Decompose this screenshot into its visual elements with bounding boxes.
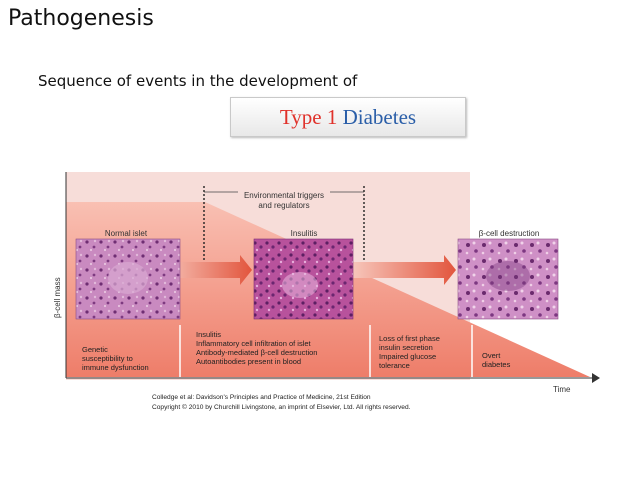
panel-label-beta-cell-destruction: β-cell destruction xyxy=(479,229,540,238)
stage3-text-line4: tolerance xyxy=(379,361,410,370)
stage2-text-line4: Autoantibodies present in blood xyxy=(196,357,301,366)
stage3-text-line1: Loss of first phase xyxy=(379,334,440,343)
stage4-text-line2: diabetes xyxy=(482,360,511,369)
triggers-label-line1: Environmental triggers xyxy=(244,191,324,200)
islet-cluster xyxy=(108,262,148,294)
y-axis-label: β-cell mass xyxy=(53,277,62,318)
diabetes-word-text: Diabetes xyxy=(342,105,417,129)
stage2-text-line3: Antibody-mediated β-cell destruction xyxy=(196,348,317,357)
stage2-text-line1: Insulitis xyxy=(196,330,221,339)
citation-line2: Copyright © 2010 by Churchill Livingston… xyxy=(152,403,411,411)
progression-arrow-2 xyxy=(352,255,456,285)
stage1-text-line2: susceptibility to xyxy=(82,354,133,363)
panel-label-insulitis: Insulitis xyxy=(291,229,318,238)
citation-line1: Colledge et al: Davidson's Principles an… xyxy=(152,394,371,401)
stage2-text-line2: Inflammatory cell infiltration of islet xyxy=(196,339,312,348)
slide-subtitle: Sequence of events in the development of xyxy=(38,72,358,90)
type-number-text: Type 1 xyxy=(279,105,338,129)
destruction-cluster xyxy=(486,261,530,291)
insulitis-cluster xyxy=(282,272,318,298)
progression-arrow-1 xyxy=(158,255,252,285)
stage1-text-line3: immune dysfunction xyxy=(82,363,149,372)
stage4-text-line1: Overt xyxy=(482,351,501,360)
x-axis-label: Time xyxy=(553,385,571,394)
slide-title: Pathogenesis xyxy=(8,6,154,31)
stage3-text-line2: insulin secretion xyxy=(379,343,433,352)
diabetes-type-label: Type 1 Diabetes xyxy=(230,97,466,137)
x-axis-arrowhead xyxy=(592,373,600,383)
stage1-text-line1: Genetic xyxy=(82,345,108,354)
panel-label-normal-islet: Normal islet xyxy=(105,229,148,238)
triggers-label-line2: and regulators xyxy=(258,201,309,210)
stage3-text-line3: Impaired glucose xyxy=(379,352,436,361)
histology-beta-cell-destruction xyxy=(457,238,559,320)
